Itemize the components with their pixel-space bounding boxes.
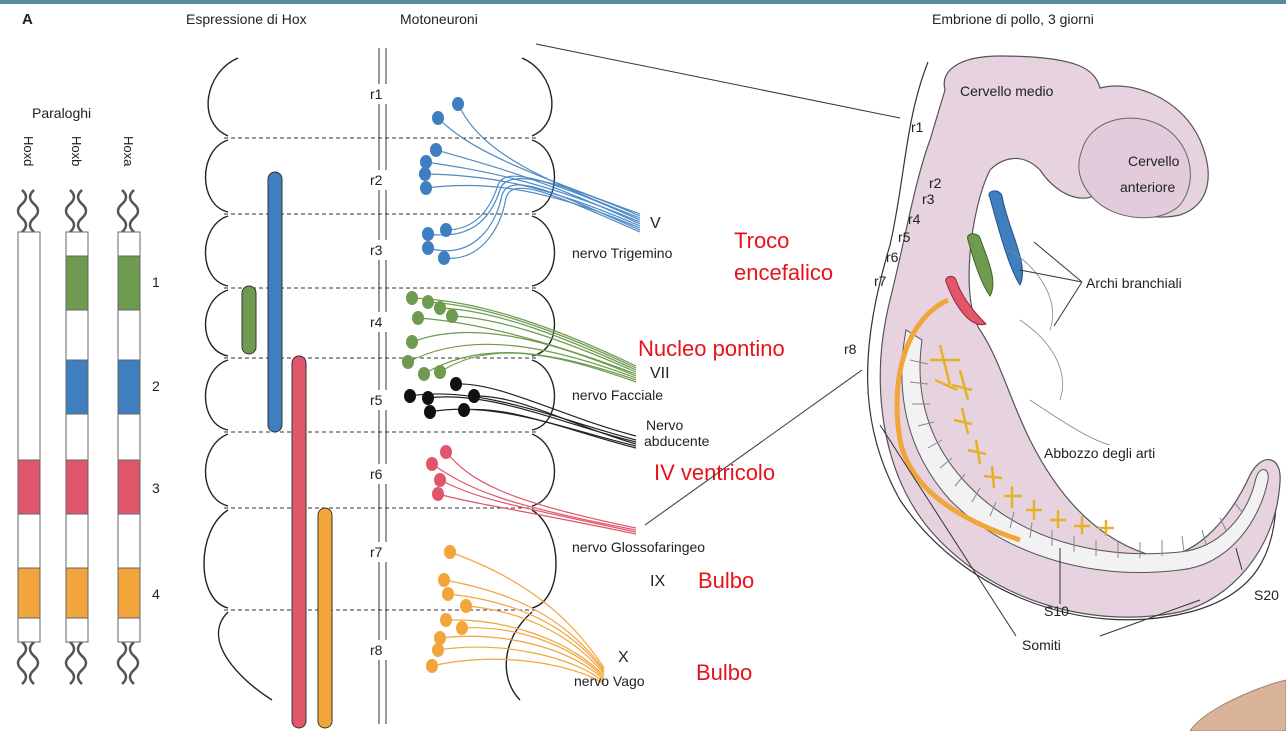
hox1-expression-bar xyxy=(242,286,256,354)
annotation-iv-ventricolo: IV ventricolo xyxy=(654,460,775,485)
trigeminal-motoneurons xyxy=(419,97,640,265)
hoxb-column xyxy=(66,232,88,642)
embryo-r4: r4 xyxy=(908,211,921,227)
svg-text:Hoxd: Hoxd xyxy=(21,136,36,166)
annotation-troco-line1: Troco xyxy=(734,228,789,253)
header-chick-embryo: Embrione di pollo, 3 giorni xyxy=(932,11,1094,27)
annotation-bulbo-1: Bulbo xyxy=(698,568,754,593)
paralog-group-4: 4 xyxy=(152,586,160,602)
svg-text:Hoxa: Hoxa xyxy=(121,136,136,167)
dna-helix-bottom xyxy=(18,642,138,684)
nerve-ix-numeral: IX xyxy=(650,573,665,590)
nerve-x-numeral: X xyxy=(618,649,629,666)
embryo-r6: r6 xyxy=(886,249,899,265)
rhombomere-labels: r1 r2 r3 r4 r5 r6 r7 r8 xyxy=(365,84,399,660)
label-cervello-anteriore-2: anteriore xyxy=(1120,179,1175,195)
gene-label-hoxd: Hoxd xyxy=(21,136,36,166)
header-motoneurons: Motoneuroni xyxy=(400,11,478,27)
glossopharyngeal-motoneurons xyxy=(426,445,636,534)
rhombomere-r4: r4 xyxy=(370,314,383,330)
embryo-r7: r7 xyxy=(874,273,887,289)
rhombomere-r2: r2 xyxy=(370,172,383,188)
nerve-abducente-line2: abducente xyxy=(644,433,710,449)
rhombomere-r6: r6 xyxy=(370,466,383,482)
label-archi-branchiali: Archi branchiali xyxy=(1086,275,1182,291)
chick-embryo xyxy=(868,56,1281,620)
rhombomere-r7: r7 xyxy=(370,544,383,560)
hoxa-column xyxy=(118,232,140,642)
nerve-trigemino-label: nervo Trigemino xyxy=(572,245,673,261)
embryo-r5: r5 xyxy=(898,229,911,245)
embryo-r2: r2 xyxy=(929,175,942,191)
label-s10: S10 xyxy=(1044,603,1069,619)
paralog-group-2: 2 xyxy=(152,378,160,394)
dna-helix-top xyxy=(18,190,138,232)
annotation-nucleo-pontino: Nucleo pontino xyxy=(638,336,785,361)
rhombomere-r1: r1 xyxy=(370,86,383,102)
svg-text:Hoxb: Hoxb xyxy=(69,136,84,166)
embryo-r8: r8 xyxy=(844,341,857,357)
paralogs-title: Paraloghi xyxy=(32,105,91,121)
paralog-group-1: 1 xyxy=(152,274,160,290)
rhombomere-r8: r8 xyxy=(370,642,383,658)
nerve-v-numeral: V xyxy=(650,215,661,232)
rhombomere-r3: r3 xyxy=(370,242,383,258)
embryo-r3: r3 xyxy=(922,191,935,207)
embryo-r1: r1 xyxy=(911,119,924,135)
brain-fragment-decoration xyxy=(1190,680,1286,731)
rhombomere-r5: r5 xyxy=(370,392,383,408)
nerve-facciale-label: nervo Facciale xyxy=(572,387,663,403)
hox4-expression-bar xyxy=(318,508,332,728)
annotation-bulbo-2: Bulbo xyxy=(696,660,752,685)
hox3-expression-bar xyxy=(292,356,306,728)
header-hox-expression: Espressione di Hox xyxy=(186,11,307,27)
gene-label-hoxa: Hoxa xyxy=(121,136,136,167)
gene-label-hoxb: Hoxb xyxy=(69,136,84,166)
label-cervello-medio: Cervello medio xyxy=(960,83,1054,99)
hoxd-column xyxy=(18,232,40,642)
connector-lines xyxy=(536,44,900,525)
label-s20: S20 xyxy=(1254,587,1279,603)
midline xyxy=(379,48,386,724)
nerve-abducente-line1: Nervo xyxy=(646,417,684,433)
facial-motoneurons xyxy=(402,291,636,382)
nerve-vago-label: nervo Vago xyxy=(574,673,645,689)
nerve-glossofaringeo-label: nervo Glossofaringeo xyxy=(572,539,705,555)
annotation-troco-line2: encefalico xyxy=(734,260,833,285)
vagus-motoneurons xyxy=(426,545,604,684)
nerve-vii-numeral: VII xyxy=(650,365,670,382)
paralog-group-3: 3 xyxy=(152,480,160,496)
label-somiti: Somiti xyxy=(1022,637,1061,653)
label-cervello-anteriore-1: Cervello xyxy=(1128,153,1180,169)
hox2-expression-bar xyxy=(268,172,282,432)
label-abbozzo-arti: Abbozzo degli arti xyxy=(1044,445,1155,461)
panel-letter: A xyxy=(22,11,33,28)
